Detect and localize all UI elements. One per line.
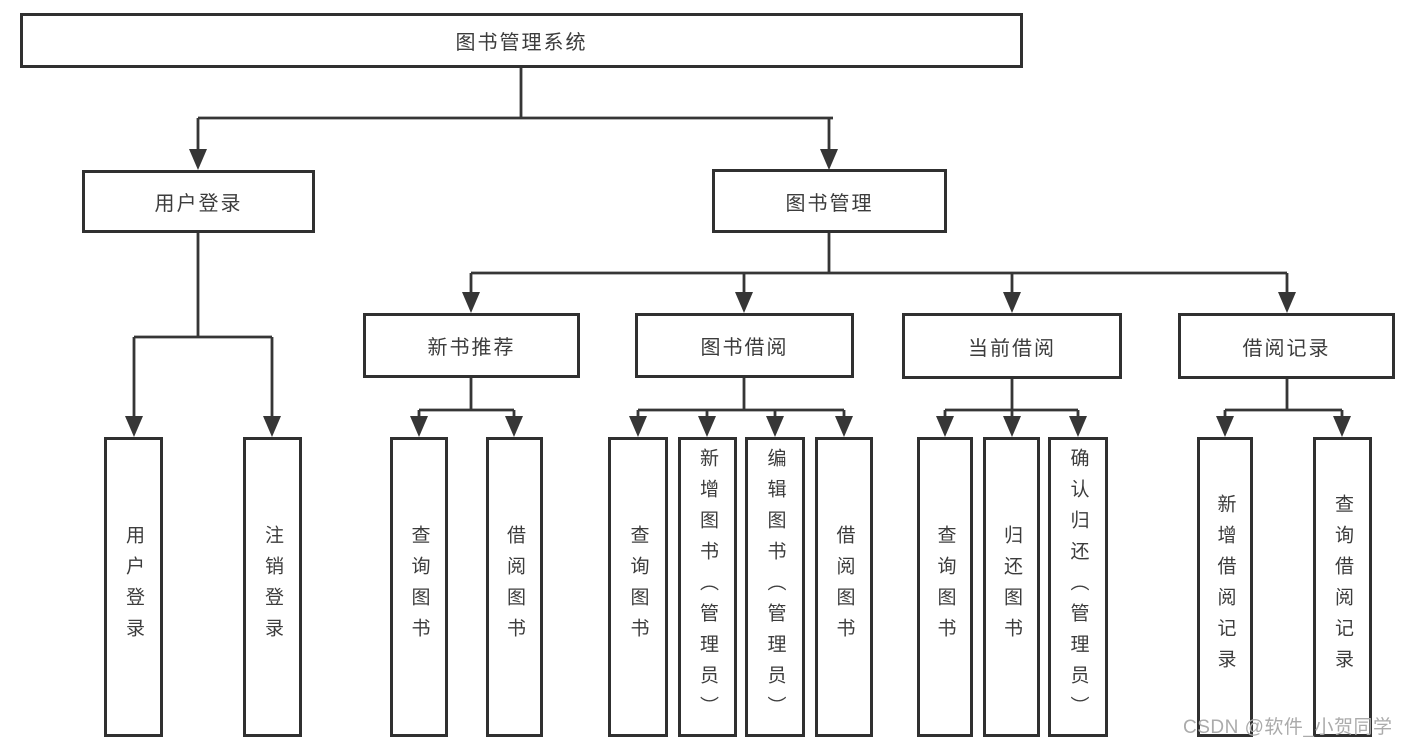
node-current-borrowing: 当前借阅 — [902, 313, 1122, 379]
node-label: 图书借阅 — [700, 337, 789, 359]
leaf-node-query-books-recommend: 查询图书 — [390, 437, 448, 737]
node-label: 查询借阅记录 — [1332, 494, 1353, 680]
node-label: 图书管理 — [785, 192, 874, 215]
node-label: 当前借阅 — [968, 337, 1056, 360]
node-label: 查询图书 — [627, 525, 649, 649]
leaf-node-return-books: 归还图书 — [983, 437, 1040, 737]
node-user-login: 用户登录 — [82, 170, 315, 233]
leaf-node-add-borrow-record: 新增借阅记录 — [1197, 437, 1253, 737]
node-label: 归还图书 — [1001, 525, 1022, 649]
node-label: 确认归还（管理员） — [1067, 447, 1089, 727]
leaf-node-add-books-admin: 新增图书（管理员） — [678, 437, 737, 737]
leaf-node-logout: 注销登录 — [243, 437, 302, 737]
node-new-book-recommend: 新书推荐 — [363, 313, 580, 378]
node-label: 用户登录 — [154, 193, 243, 215]
node-label: 编辑图书（管理员） — [764, 447, 786, 727]
leaf-node-query-books-current: 查询图书 — [917, 437, 973, 737]
node-label: 新增借阅记录 — [1214, 494, 1236, 680]
leaf-node-query-books-borrowing: 查询图书 — [608, 437, 668, 737]
leaf-node-borrow-books-borrowing: 借阅图书 — [815, 437, 873, 737]
node-label: 查询图书 — [408, 525, 430, 649]
node-label: 查询图书 — [934, 525, 956, 649]
node-book-borrowing: 图书借阅 — [635, 313, 854, 378]
node-label: 借阅记录 — [1242, 337, 1331, 360]
node-label: 新书推荐 — [427, 337, 516, 359]
node-label: 借阅图书 — [504, 525, 525, 649]
node-label: 注销登录 — [262, 525, 283, 649]
node-label: 新增图书（管理员） — [697, 447, 718, 727]
node-library-management-system: 图书管理系统 — [20, 13, 1023, 68]
leaf-node-edit-books-admin: 编辑图书（管理员） — [745, 437, 805, 737]
leaf-node-query-borrow-record: 查询借阅记录 — [1313, 437, 1372, 737]
leaf-node-borrow-books-recommend: 借阅图书 — [486, 437, 543, 737]
leaf-node-user-login: 用户登录 — [104, 437, 163, 737]
csdn-watermark: CSDN @软件_小贺同学 — [1183, 717, 1393, 738]
node-label: 图书管理系统 — [455, 32, 588, 54]
node-label: 用户登录 — [123, 525, 144, 649]
leaf-node-confirm-return-admin: 确认归还（管理员） — [1048, 437, 1108, 737]
node-borrowing-records: 借阅记录 — [1178, 313, 1395, 379]
node-book-management: 图书管理 — [712, 169, 947, 233]
node-label: 借阅图书 — [833, 525, 855, 649]
